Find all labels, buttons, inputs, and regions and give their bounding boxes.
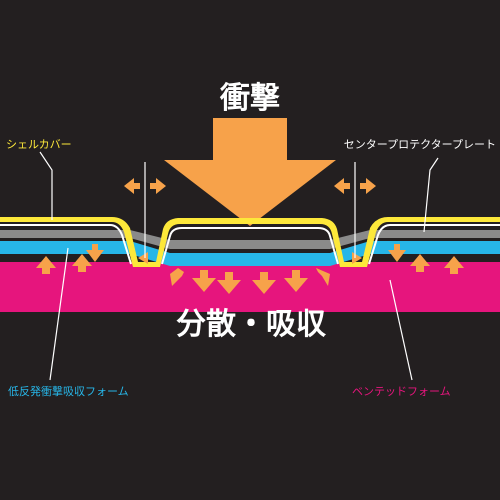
shell-cover-label: シェルカバー xyxy=(6,138,72,151)
compression-arrow-icon xyxy=(334,178,350,194)
vented-foam-leader xyxy=(389,279,413,381)
compression-arrow-icon xyxy=(444,256,464,274)
compression-arrow-icon xyxy=(36,256,56,274)
vented-foam-label: ベンテッドフォーム xyxy=(352,385,451,398)
center-protector-plate-leader xyxy=(423,157,439,233)
compression-arrow-icon xyxy=(86,244,104,262)
dispersion-arrow-icon xyxy=(316,268,330,286)
shell-cover-layer xyxy=(0,217,500,267)
impact-label: 衝撃 xyxy=(219,81,280,116)
compression-arrow-icon xyxy=(388,244,406,262)
compression-arrow-icon xyxy=(72,254,92,272)
dispersion-arrow-icon xyxy=(192,270,216,292)
impact-arrow-icon xyxy=(164,118,336,226)
shell-cover-leader xyxy=(39,151,53,220)
shell-cover-edge xyxy=(0,224,500,265)
dispersion-arrow-icon xyxy=(252,272,276,294)
compression-arrow-icon xyxy=(410,254,430,272)
compression-arrow-icon xyxy=(360,178,376,194)
compression-arrow-icon xyxy=(124,178,140,194)
gap-indicator-lines xyxy=(144,162,356,258)
dispersion-arrow-icon xyxy=(284,270,308,292)
vented-foam-layer xyxy=(0,262,500,312)
dispersion-arrow-icon xyxy=(170,268,184,286)
low-rebound-foam-leader xyxy=(49,247,69,381)
leader-lines xyxy=(39,151,439,381)
dispersion-arrow-icon xyxy=(217,272,241,294)
compression-arrow-icon xyxy=(150,178,166,194)
center-protector-plate-label: センタープロテクタープレート xyxy=(344,138,496,151)
disperse-absorb-label: 分散・吸収 xyxy=(176,307,327,342)
dispersion-arrows xyxy=(170,268,330,294)
low-rebound-foam-label: 低反発衝撃吸収フォーム xyxy=(8,384,129,398)
